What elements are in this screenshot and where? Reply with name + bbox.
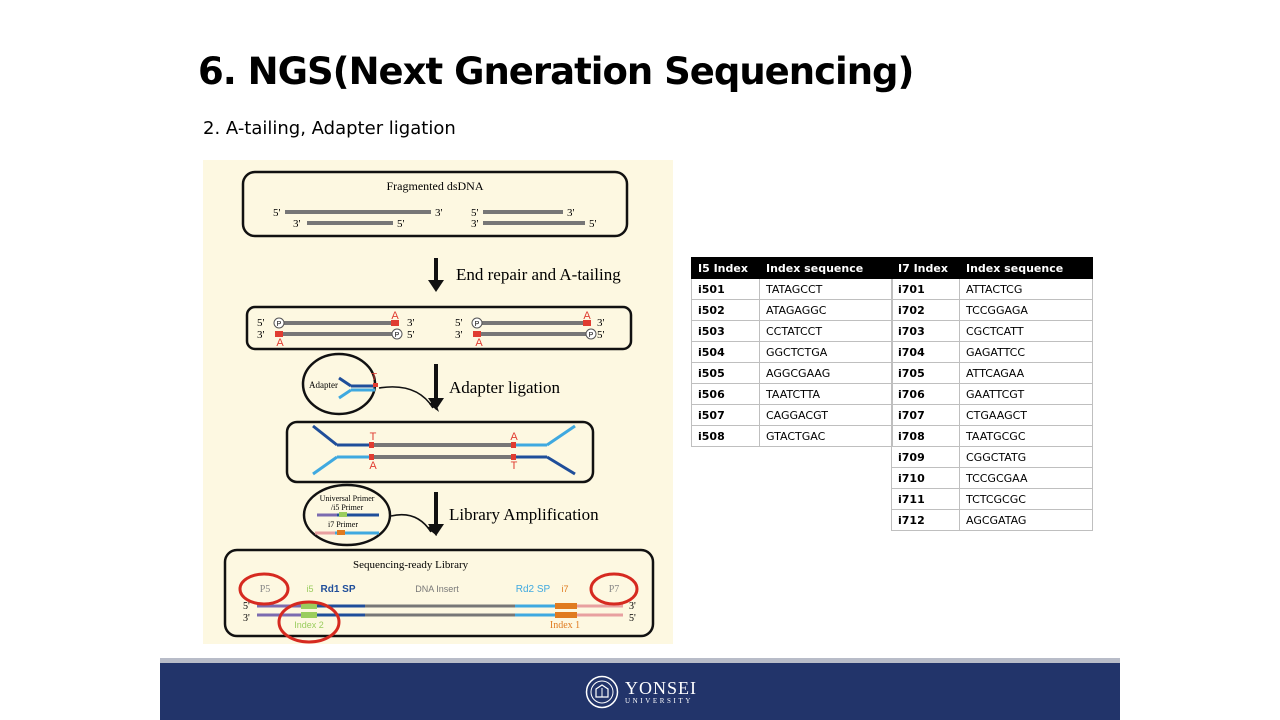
primer-label-i5: /i5 Primer — [331, 503, 364, 512]
fragment-box-title: Fragmented dsDNA — [387, 179, 484, 193]
primer-label-i7: i7 Primer — [328, 520, 358, 529]
svg-text:DNA Insert: DNA Insert — [415, 584, 459, 594]
yonsei-logo: YONSEI UNIVERSITY — [585, 675, 697, 709]
svg-text:3': 3' — [629, 601, 636, 612]
svg-text:Rd1 SP: Rd1 SP — [320, 584, 355, 595]
svg-text:P7: P7 — [609, 584, 620, 595]
svg-text:5': 5' — [243, 601, 250, 612]
svg-text:T: T — [370, 431, 377, 443]
svg-text:3': 3' — [243, 613, 250, 624]
svg-text:5': 5' — [257, 317, 265, 329]
atailed-fragment-left: P P A A 5' 3' 3' 5' — [257, 310, 415, 349]
university-seal-icon — [585, 675, 619, 709]
svg-text:3': 3' — [597, 317, 605, 329]
logo-wordmark: YONSEI — [625, 679, 697, 697]
adapter-label: Adapter — [309, 380, 338, 390]
svg-text:P: P — [395, 332, 400, 339]
svg-text:3': 3' — [293, 218, 301, 230]
curved-arrow-icon — [379, 387, 433, 408]
slide-title: 6. NGS(Next Gneration Sequencing) — [198, 50, 913, 93]
atailed-box — [247, 307, 631, 349]
svg-text:A: A — [583, 310, 591, 322]
curved-arrow-icon — [391, 515, 431, 532]
svg-text:A: A — [391, 310, 399, 322]
svg-text:5': 5' — [273, 207, 281, 219]
svg-text:P: P — [589, 332, 594, 339]
primer-icon — [317, 512, 379, 517]
logo-subtitle: UNIVERSITY — [625, 698, 697, 705]
svg-text:5': 5' — [397, 218, 405, 230]
svg-text:5': 5' — [407, 329, 415, 341]
svg-text:3': 3' — [567, 207, 575, 219]
slide-subtitle: 2. A-tailing, Adapter ligation — [203, 118, 456, 139]
library-box-title: Sequencing-ready Library — [353, 559, 469, 571]
primer-label-universal: Universal Primer — [320, 494, 375, 503]
svg-text:A: A — [510, 431, 518, 443]
table-row: i703CGCTCATT — [892, 321, 1093, 342]
column-header: I7 Index — [892, 258, 960, 279]
svg-text:5': 5' — [597, 329, 605, 341]
table-row: i508GTACTGAC — [692, 426, 893, 447]
svg-text:i7: i7 — [561, 584, 568, 594]
svg-text:A: A — [369, 460, 377, 472]
down-arrow-icon — [428, 258, 444, 292]
ngs-workflow-figure: Fragmented dsDNA 5' 3' 3' 5' 5' 3' 3' 5'… — [203, 160, 673, 644]
index1-label: Index 1 — [550, 620, 580, 631]
svg-text:i5: i5 — [306, 584, 313, 594]
column-header: Index sequence — [960, 258, 1093, 279]
svg-text:P: P — [475, 321, 480, 328]
svg-text:Rd2 SP: Rd2 SP — [516, 584, 551, 595]
index2-label: Index 2 — [294, 620, 324, 630]
svg-text:3': 3' — [257, 329, 265, 341]
svg-text:A: A — [276, 337, 284, 349]
dsdna-fragment-right: 5' 3' 3' 5' — [471, 207, 597, 230]
svg-text:5': 5' — [589, 218, 597, 230]
table-row: i504GGCTCTGA — [692, 342, 893, 363]
svg-text:P: P — [277, 321, 282, 328]
step-adapter-ligation-label: Adapter ligation — [449, 378, 560, 397]
column-header: I5 Index — [692, 258, 760, 279]
step-end-repair-label: End repair and A-tailing — [456, 265, 621, 284]
library-labels: P5 i5 Rd1 SP DNA Insert Rd2 SP i7 P7 — [260, 584, 620, 595]
svg-text:3': 3' — [407, 317, 415, 329]
dsdna-fragment-left: 5' 3' 3' 5' — [273, 207, 443, 230]
svg-text:P5: P5 — [260, 584, 271, 595]
svg-text:5': 5' — [629, 613, 636, 624]
ligated-box — [287, 422, 593, 482]
svg-text:T: T — [371, 372, 377, 383]
svg-text:3': 3' — [471, 218, 479, 230]
svg-text:3': 3' — [435, 207, 443, 219]
svg-text:3': 3' — [455, 329, 463, 341]
primer-i7-icon — [315, 530, 379, 535]
svg-text:5': 5' — [455, 317, 463, 329]
step-library-amplification-label: Library Amplification — [449, 505, 599, 524]
atailed-fragment-right: P P A A 5' 3' 3' 5' — [455, 310, 605, 349]
ligated-fragment: T A A T — [313, 426, 575, 474]
svg-text:A: A — [475, 337, 483, 349]
svg-text:T: T — [511, 460, 518, 472]
footer-bar: YONSEI UNIVERSITY — [160, 663, 1120, 720]
column-header: Index sequence — [760, 258, 893, 279]
